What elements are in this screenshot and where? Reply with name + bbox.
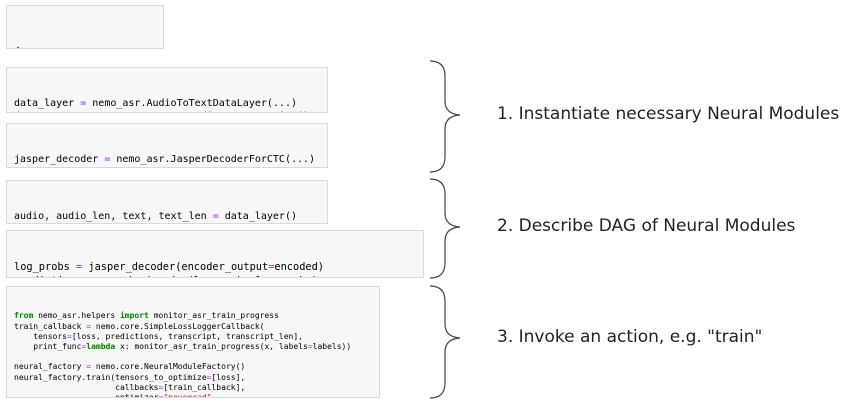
step3-label: 3. Invoke an action, e.g. "train"	[497, 327, 763, 347]
code-token: =	[86, 321, 92, 331]
code-lines: data_layer = nemo_asr.AudioToTextDataLay…	[14, 97, 327, 112]
step2-label: 2. Describe DAG of Neural Modules	[497, 216, 796, 236]
code-token: =	[250, 275, 256, 278]
code-token: =	[66, 331, 72, 341]
code-token: =	[88, 275, 94, 278]
code-token: =	[76, 261, 83, 273]
code-token: import	[14, 45, 59, 48]
code-token: nemo_asr.JasperDecoderForCTC(...)	[110, 154, 316, 165]
brace-step1	[429, 60, 461, 173]
code-line: jasper_decoder = nemo_asr.JasperDecoderF…	[14, 153, 327, 166]
code-token: =	[268, 261, 275, 273]
brace-step2	[429, 178, 461, 279]
code-line: optimizer="novograd",	[14, 393, 379, 398]
code-line: tensors=[loss, predictions, transcript, …	[14, 332, 379, 342]
code-block-module-instantiation-b: jasper_decoder = nemo_asr.JasperDecoderF…	[6, 123, 328, 168]
code-line: data_layer = nemo_asr.AudioToTextDataLay…	[14, 97, 327, 110]
code-token: ,	[211, 393, 217, 398]
code-token: import	[119, 311, 149, 321]
step1-label: 1. Instantiate necessary Neural Modules	[497, 104, 840, 124]
code-line: predictions = greedy_decoder(log_probs=l…	[14, 275, 423, 278]
code-token: nemo_asr.AudioToTextDataLayer(...)	[86, 98, 297, 109]
brace-step3	[429, 285, 461, 399]
code-token: data_preprocessor	[14, 111, 122, 112]
code-block-dag-a: audio, audio_len, text, text_len = data_…	[6, 180, 328, 224]
code-token: =	[206, 372, 212, 382]
code-token: nemo_asr.helpers	[33, 311, 120, 321]
code-token: nemo	[59, 45, 97, 48]
code-token: jasper_decoder(encoder_output	[82, 261, 269, 273]
code-token: nemo.core.NeuralModuleFactory()	[91, 362, 246, 372]
code-line: callbacks=[train_callback],	[14, 383, 379, 393]
code-token: neural_factory.train(tensors_to_optimize	[14, 372, 207, 382]
code-token: audio, audio_len, text, text_len	[14, 211, 213, 222]
code-token: x: monitor_asr_train_progress(x, labels	[115, 342, 308, 352]
code-token: lambda	[86, 342, 116, 352]
code-token: jasper_decoder	[14, 154, 105, 165]
code-token: train_callback	[14, 321, 87, 331]
code-block-imports: import nemoimport nemo_asr	[6, 5, 164, 49]
code-token: monitor_asr_train_progress	[148, 311, 279, 321]
code-token: =	[158, 382, 164, 392]
code-line: neural_factory.train(tensors_to_optimize…	[14, 373, 379, 383]
code-lines: from nemo_asr.helpers import monitor_asr…	[14, 311, 379, 398]
code-token: "novograd"	[163, 393, 212, 398]
code-token: =	[158, 393, 164, 398]
code-lines: log_probs = jasper_decoder(encoder_outpu…	[14, 261, 423, 278]
code-token: =	[212, 211, 219, 222]
code-line: print_func=lambda x: monitor_asr_train_p…	[14, 342, 379, 352]
code-token: nemo_asr.AudioPreprocessing()	[128, 111, 309, 112]
code-token: from	[14, 311, 34, 321]
code-token: =	[122, 111, 128, 112]
code-block-train: from nemo_asr.helpers import monitor_asr…	[6, 286, 380, 398]
code-token: log_probs)	[256, 275, 318, 278]
code-token: neural_factory	[14, 362, 87, 372]
code-block-module-instantiation-a: data_layer = nemo_asr.AudioToTextDataLay…	[6, 67, 328, 113]
code-token: log_probs	[14, 261, 76, 273]
code-token: =	[86, 362, 92, 372]
code-token: predictions	[14, 275, 88, 278]
code-token: =	[104, 154, 111, 165]
code-line: train_callback = nemo.core.SimpleLossLog…	[14, 322, 379, 332]
code-token: encoded)	[274, 261, 324, 273]
code-line: import nemo	[14, 44, 163, 48]
code-token: =	[307, 342, 313, 352]
code-lines: import nemoimport nemo_asr	[14, 44, 163, 48]
code-token: print_func	[14, 342, 82, 352]
code-token: tensors	[14, 331, 67, 341]
code-block-dag-b: log_probs = jasper_decoder(encoder_outpu…	[6, 230, 424, 278]
code-token: labels))	[312, 342, 352, 352]
code-token: [train_callback],	[163, 382, 246, 392]
code-token: data_layer()	[218, 211, 297, 222]
code-line: from nemo_asr.helpers import monitor_asr…	[14, 311, 379, 321]
code-token: =	[80, 98, 87, 109]
code-token: greedy_decoder(log_probs	[95, 275, 250, 278]
code-token: optimizer	[14, 393, 159, 398]
code-line: data_preprocessor = nemo_asr.AudioPrepro…	[14, 110, 327, 112]
code-token: data_layer	[14, 98, 81, 109]
code-line: audio, audio_len, text, text_len = data_…	[14, 210, 327, 223]
code-lines: jasper_decoder = nemo_asr.JasperDecoderF…	[14, 153, 327, 167]
code-token: callbacks	[14, 382, 159, 392]
code-token: nemo.core.SimpleLossLoggerCallback(	[91, 321, 265, 331]
code-line: log_probs = jasper_decoder(encoder_outpu…	[14, 261, 423, 275]
code-token: [loss],	[211, 372, 246, 382]
code-line: neural_factory = nemo.core.NeuralModuleF…	[14, 362, 379, 372]
code-lines: audio, audio_len, text, text_len = data_…	[14, 210, 327, 223]
code-token: =	[81, 342, 87, 352]
code-token: [loss, predictions, transcript, transcri…	[71, 331, 303, 341]
